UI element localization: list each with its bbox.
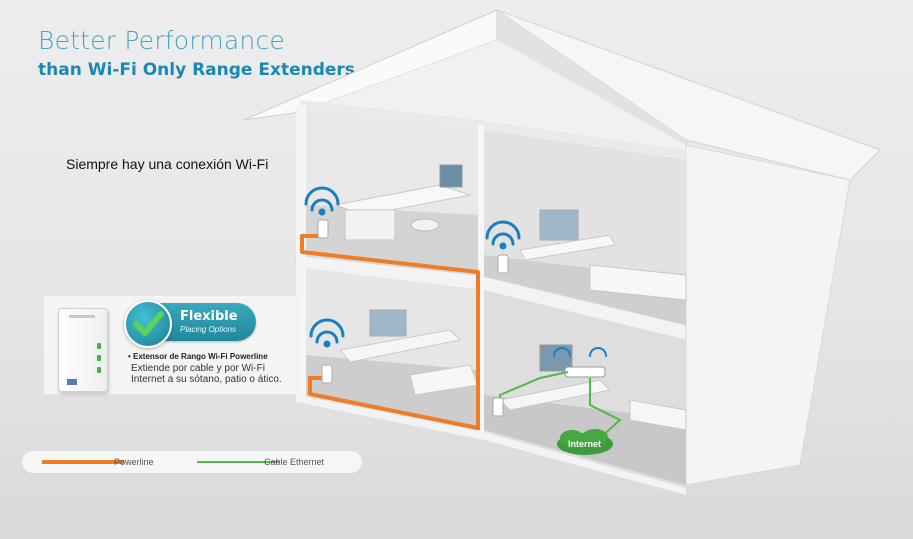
right-wall (685, 144, 851, 486)
powerline-wiring (300, 234, 480, 430)
subtitle-text: Siempre hay una conexión Wi-Fi (66, 156, 269, 172)
router (564, 366, 606, 378)
badge-description: Extiende por cable y por Wi-Fi Internet … (131, 363, 282, 385)
device-led (97, 355, 101, 361)
desk-furniture (333, 164, 472, 241)
headline-line-1: Better Performance (38, 26, 285, 55)
legend: Powerline Cable Ethernet (22, 451, 362, 473)
internet-label: Internet (568, 439, 601, 449)
device-port (67, 379, 77, 385)
legend-powerline-swatch (42, 460, 124, 464)
wifi-icon (553, 347, 607, 357)
adapter-lower-right (492, 397, 504, 417)
device-led (97, 367, 101, 373)
badge-title: Flexible (180, 309, 238, 324)
legend-powerline-label: Powerline (114, 457, 154, 467)
badge-bullet: • Extensor de Rango Wi-Fi Powerline (128, 352, 268, 361)
legend-ethernet-swatch (197, 461, 279, 463)
adapter-upper-right (497, 254, 509, 274)
powerline-extender-device (58, 308, 108, 392)
wifi-icon (309, 318, 345, 348)
device-led (97, 343, 101, 349)
adapter-upper-left (317, 219, 329, 239)
checkmark-icon (124, 300, 172, 348)
internet-cloud-icon: Internet (557, 429, 613, 455)
office-furniture (498, 344, 687, 431)
headline-line-2: than Wi-Fi Only Range Extenders (38, 60, 355, 80)
wifi-icon (485, 220, 521, 250)
roof-underside (497, 10, 700, 160)
device-logo (69, 315, 95, 318)
badge-subtitle: Placing Options (180, 325, 237, 334)
bedroom-furniture (519, 209, 687, 301)
adapter-lower-left (321, 364, 333, 384)
wifi-icon (304, 186, 340, 216)
legend-ethernet-label: Cable Ethernet (264, 457, 325, 467)
